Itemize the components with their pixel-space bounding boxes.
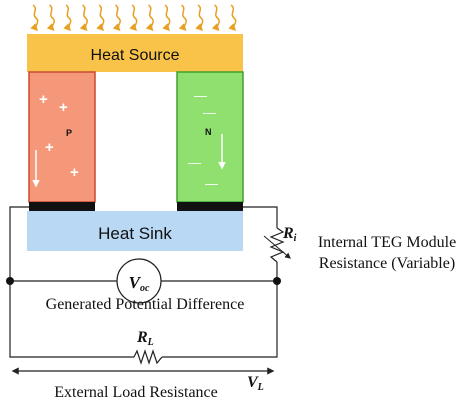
heat-sink-label: Heat Sink: [98, 224, 172, 243]
heat-source-block: [27, 34, 243, 72]
p-plus-sign: +: [39, 91, 48, 108]
internal-resistance-label-line1: Internal TEG Module: [318, 234, 456, 251]
heat-arrow: [211, 4, 220, 32]
heat-arrow: [195, 4, 204, 32]
heat-sink-block: [27, 211, 243, 251]
heat-arrow: [63, 4, 72, 32]
heat-arrow: [178, 4, 187, 32]
n-electrode: [177, 202, 243, 211]
heat-arrow: [96, 4, 105, 32]
n-minus-sign: —: [205, 176, 218, 191]
voltmeter-circle: [116, 258, 162, 304]
junction-dot-right: [273, 277, 281, 285]
voltmeter-label: Voc: [129, 273, 150, 294]
n-minus-sign: —: [188, 155, 201, 170]
variable-resistor-arrow: [263, 235, 291, 259]
internal-resistor: [269, 227, 285, 263]
heat-arrows: [30, 4, 237, 32]
p-electrode: [29, 202, 95, 211]
heat-arrow: [145, 4, 154, 32]
junction-dot-left: [6, 277, 14, 285]
n-minus-sign: —: [203, 105, 216, 120]
potential-difference-label: Generated Potential Difference: [46, 296, 245, 313]
heat-arrow: [228, 4, 237, 32]
heat-arrow: [129, 4, 138, 32]
load-resistor-label: RL: [136, 329, 154, 348]
p-leg: [28, 71, 96, 203]
heat-arrow: [46, 4, 55, 32]
heat-arrow: [162, 4, 171, 32]
load-voltage-label: VL: [247, 374, 264, 393]
heat-arrow: [30, 4, 39, 32]
p-plus-sign: +: [45, 139, 54, 156]
load-resistor: [133, 349, 163, 365]
heat-arrow: [79, 4, 88, 32]
p-label: P: [66, 128, 72, 138]
p-plus-sign: +: [70, 164, 79, 181]
heat-source-label: Heat Source: [91, 47, 180, 64]
internal-resistance-label-line2: Resistance (Variable): [319, 255, 455, 272]
heat-arrow: [112, 4, 121, 32]
p-plus-sign: +: [59, 99, 68, 116]
n-minus-sign: —: [194, 88, 207, 103]
n-label: N: [205, 127, 212, 137]
internal-resistor-label: Ri: [282, 225, 297, 244]
external-load-label: External Load Resistance: [54, 384, 218, 401]
